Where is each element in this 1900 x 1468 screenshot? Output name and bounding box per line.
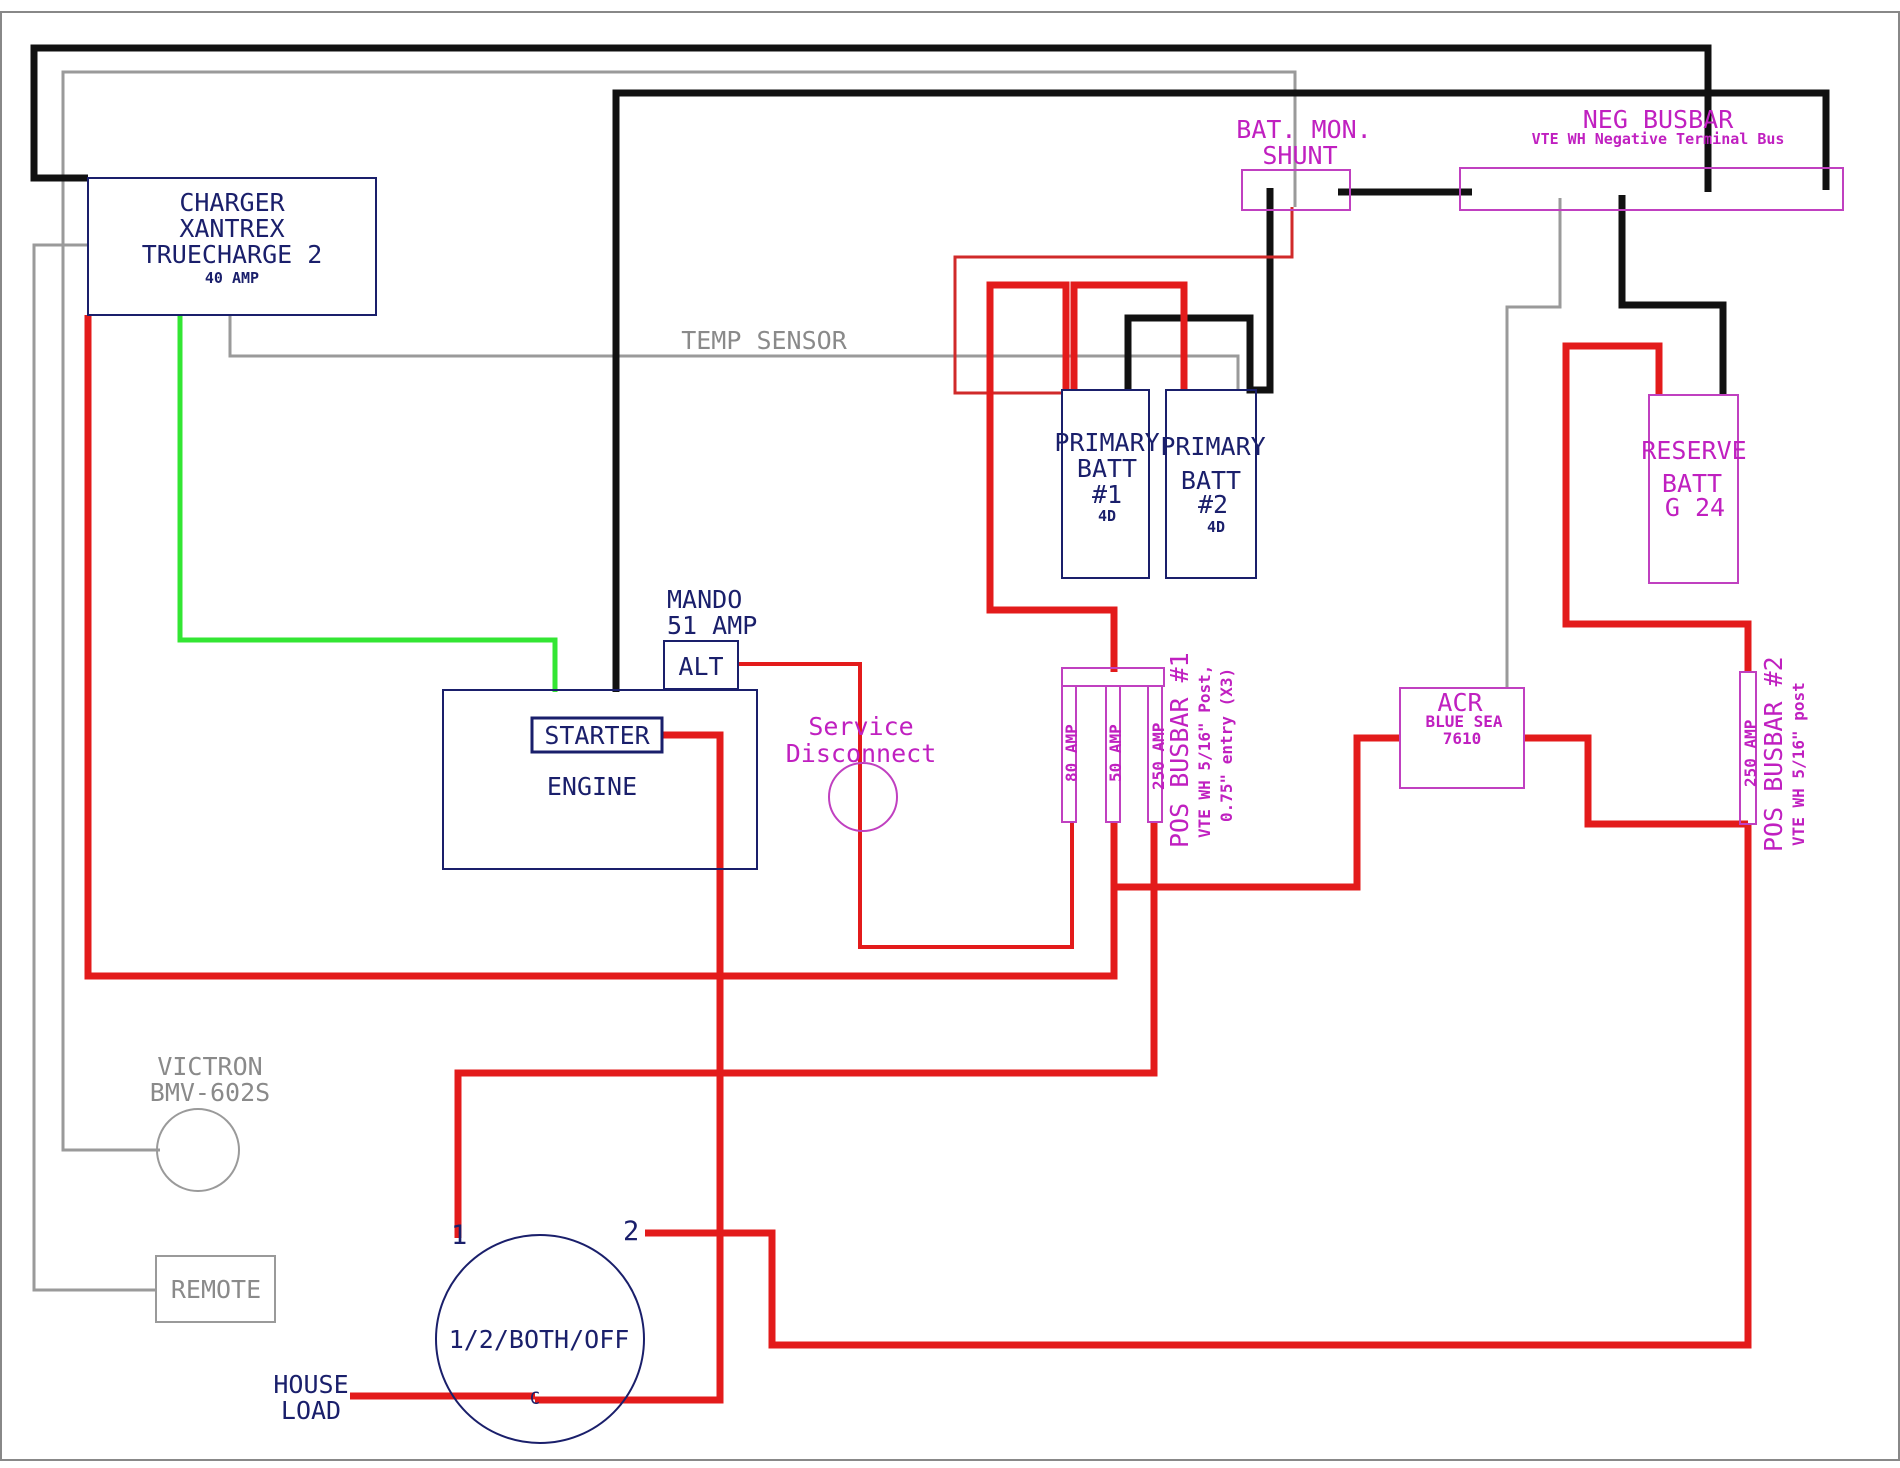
fuse-50-label: 50 AMP: [1106, 724, 1125, 782]
primary-battery-1: PRIMARY BATT #1 4D: [1054, 389, 1160, 579]
battery-switch: 1/2/BOTH/OFF 1 2 C: [435, 1216, 645, 1444]
alt-title-1: MANDO: [667, 585, 742, 614]
acr-sublabel-2: 7610: [1443, 729, 1482, 748]
engine-negative-wire: [612, 89, 1830, 692]
victron-circle: [156, 1108, 240, 1192]
reserve-label-2: BATT: [1662, 469, 1722, 498]
busbar1-to-acr-wire: [1110, 734, 1400, 891]
alt-label: ALT: [678, 652, 723, 681]
batt1-label-3: #1: [1092, 480, 1122, 509]
shunt-label-1: BAT. MON.: [1236, 115, 1371, 144]
gray-wires: [32, 70, 1562, 1292]
fuse-250: [1147, 685, 1163, 823]
batt1-to-busbar-wire: [986, 281, 1118, 672]
alt-title-2: 51 AMP: [667, 611, 757, 640]
page-border: [0, 11, 1900, 1461]
remote-label: REMOTE: [171, 1275, 261, 1304]
shunt-to-batt2-negative-wire: [1124, 188, 1274, 394]
battery-loop-red-thin: [953, 207, 1294, 395]
batt2-size: 4D: [1207, 518, 1225, 536]
switch-terminal-1: 1: [451, 1220, 467, 1251]
switch-terminal-2: 2: [623, 1216, 639, 1247]
fuse-80-label: 80 AMP: [1062, 724, 1081, 782]
reserve-label-1: RESERVE: [1641, 436, 1746, 465]
switch2-to-busbar2-wire: [645, 823, 1752, 1349]
pos-busbar-2-sublabel: VTE WH 5/16" post: [1789, 682, 1808, 846]
temp-sensor-wire: [228, 315, 1240, 390]
acr-sublabel-1: BLUE SEA: [1425, 712, 1502, 731]
pos-busbar-1-sublabel-2: 0.75" entry (X3): [1217, 668, 1236, 822]
primary-battery-2: PRIMARY BATT #2 4D: [1160, 389, 1266, 579]
pos-busbar-1-label: POS BUSBAR #1: [1165, 652, 1194, 848]
shunt: BAT. MON. SHUNT: [1236, 115, 1372, 211]
pos-busbar-2: 250 AMP POS BUSBAR #2 VTE WH 5/16" post: [1739, 656, 1808, 852]
remote-panel: REMOTE: [155, 1255, 276, 1323]
batt2-label-3: #2: [1198, 490, 1228, 519]
house-load-label-2: LOAD: [281, 1396, 341, 1425]
charger-to-remote-wire: [32, 243, 156, 1292]
fuse-250-label: 250 AMP: [1149, 723, 1168, 790]
neg-busbar-label: NEG BUSBAR: [1583, 105, 1734, 134]
acr-to-busbar2-wire: [1524, 734, 1748, 828]
charger-rating: 40 AMP: [205, 269, 259, 287]
charger-to-engine-green-wire: [177, 315, 558, 692]
alternator: MANDO 51 AMP ALT: [663, 585, 757, 690]
service-label-1: Service: [808, 712, 913, 741]
engine: STARTER ENGINE: [442, 689, 758, 870]
batt1-size: 4D: [1098, 507, 1116, 525]
batt1-batt2-positive-jumper: [1070, 281, 1188, 390]
neg-busbar-sublabel: VTE WH Negative Terminal Bus: [1532, 130, 1785, 148]
positive-wires: [84, 281, 1752, 1404]
reserve-battery: RESERVE BATT G 24: [1641, 394, 1747, 584]
engine-label: ENGINE: [547, 772, 637, 801]
charger-negative-wire: [30, 44, 1712, 192]
busbar-to-switch1-wire: [454, 823, 1158, 1238]
fuse-80: [1061, 685, 1077, 823]
starter-box: [530, 716, 664, 754]
acr: ACR BLUE SEA 7610: [1399, 687, 1525, 789]
temp-sensor-label: TEMP SENSOR: [681, 326, 848, 355]
switch-label: 1/2/BOTH/OFF: [449, 1325, 630, 1354]
charger-positive-wire: [84, 315, 1118, 980]
negbus-to-reserve-wire: [1618, 195, 1727, 396]
acr-label: ACR: [1437, 688, 1483, 717]
negative-wires: [30, 44, 1830, 692]
charger-label-1: CHARGER: [179, 188, 285, 217]
service-disconnect-circle: [828, 762, 898, 832]
victron-label-1: VICTRON: [157, 1052, 262, 1081]
starter-label: STARTER: [544, 721, 650, 750]
house-load: HOUSE LOAD: [273, 1370, 348, 1425]
neg-busbar: NEG BUSBAR VTE WH Negative Terminal Bus: [1459, 105, 1844, 211]
reserve-to-busbar2-wire: [1562, 342, 1752, 672]
service-disconnect: Service Disconnect: [786, 712, 936, 832]
fuse-50: [1105, 685, 1121, 823]
reserve-label-3: G 24: [1665, 493, 1725, 522]
victron-monitor: VICTRON BMV-602S: [150, 1052, 270, 1192]
pos-busbar-2-label: POS BUSBAR #2: [1759, 656, 1788, 852]
charger-label-3: TRUECHARGE 2: [142, 240, 323, 269]
batt1-label-1: PRIMARY: [1054, 428, 1159, 457]
pos-busbar-2-fuse: 250 AMP: [1741, 720, 1760, 787]
house-load-label-1: HOUSE: [273, 1370, 348, 1399]
switch-common: C: [530, 1389, 540, 1409]
starter-to-common-wire: [535, 731, 724, 1404]
shunt-label-2: SHUNT: [1262, 141, 1337, 170]
shunt-to-victron-wire: [61, 70, 1297, 1152]
pos-busbar-1-sublabel-1: VTE WH 5/16" Post,: [1195, 665, 1214, 838]
charger-box: CHARGER XANTREX TRUECHARGE 2 40 AMP: [87, 177, 377, 316]
switch-circle: [435, 1234, 645, 1444]
alt-to-busbar-wire: [738, 662, 1074, 949]
batt2-label-1: PRIMARY: [1160, 432, 1265, 461]
charger-label-2: XANTREX: [179, 214, 284, 243]
pos-busbar-1: 80 AMP 50 AMP 250 AMP POS BUSBAR #1 VTE …: [1061, 652, 1236, 848]
batt1-label-2: BATT: [1077, 454, 1137, 483]
negbus-to-acr-wire: [1505, 198, 1562, 688]
victron-label-2: BMV-602S: [150, 1078, 270, 1107]
batt2-label-2: BATT: [1181, 466, 1241, 495]
